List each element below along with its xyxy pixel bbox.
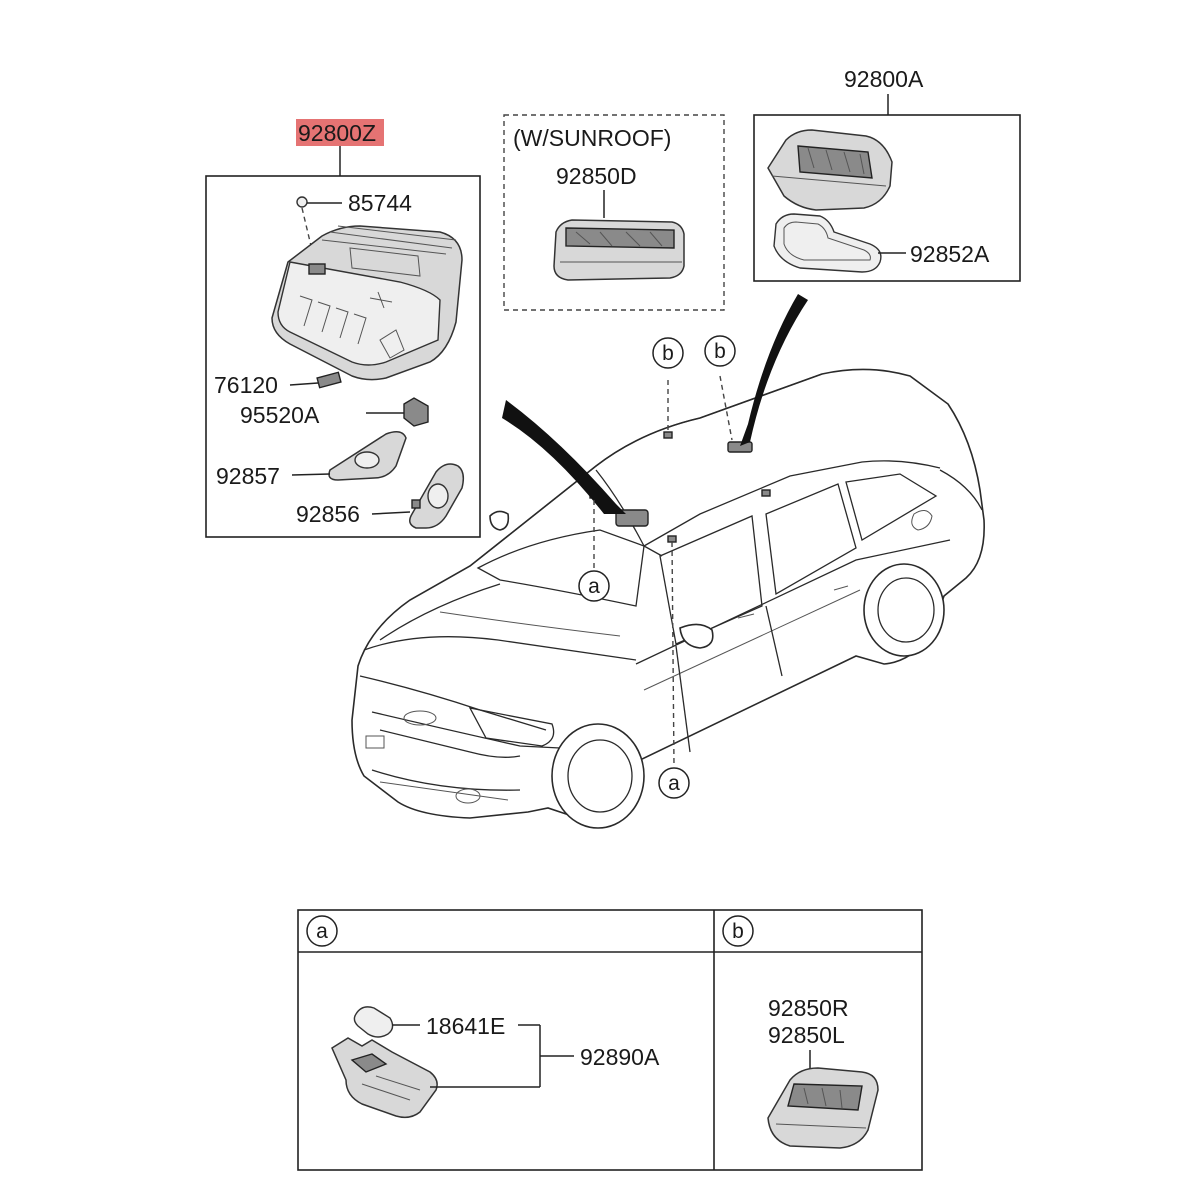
- bulb-18641e-label[interactable]: 18641E: [426, 1013, 505, 1039]
- svg-text:b: b: [662, 342, 674, 365]
- assembly-92800z-box: [205, 175, 481, 538]
- map-lamp-92890a-label[interactable]: 92890A: [580, 1044, 660, 1070]
- sunroof-dashed-box: [503, 114, 725, 311]
- part-92800a-console-icon: [767, 129, 893, 211]
- pointer-arrow-right-icon: [740, 294, 808, 446]
- bulb-85744-label[interactable]: 85744: [348, 190, 412, 216]
- svg-text:a: a: [316, 920, 328, 943]
- svg-text:b: b: [714, 340, 726, 363]
- callout-a-bottom[interactable]: a: [658, 767, 690, 799]
- lamp-92850-icon: [767, 1067, 879, 1149]
- assembly-92800z-highlight: [296, 119, 384, 146]
- bulb-18641e-icon: [353, 1006, 420, 1038]
- part-92850d-icon: [553, 219, 685, 281]
- svg-text:b: b: [732, 920, 744, 943]
- assembly-92800a-group: 92800A 92852A: [753, 66, 1021, 282]
- pointer-arrow-left-icon: [502, 400, 626, 514]
- sunroof-note: (W/SUNROOF): [513, 125, 671, 151]
- detail-b-header[interactable]: b: [722, 915, 754, 947]
- detail-table: a b 18641E 92890A 92850R 92850L: [297, 909, 923, 1171]
- callout-a-top[interactable]: a: [578, 570, 610, 602]
- callout-leaders: [593, 375, 733, 767]
- overhead-console-icon: [271, 225, 463, 381]
- lamp-92850r-label[interactable]: 92850R: [768, 995, 849, 1021]
- part-92850d-label[interactable]: 92850D: [556, 163, 637, 189]
- callout-b-right[interactable]: b: [704, 335, 736, 367]
- part-92857-label[interactable]: 92857: [216, 463, 280, 489]
- assembly-92800a-label[interactable]: 92800A: [844, 66, 924, 92]
- part-92856-label[interactable]: 92856: [296, 501, 360, 527]
- svg-text:a: a: [668, 772, 680, 795]
- part-92857-icon: [291, 431, 407, 481]
- part-92852a-gasket-icon: [773, 213, 906, 273]
- part-92852a-label[interactable]: 92852A: [910, 241, 990, 267]
- sunroof-variant-group: (W/SUNROOF) 92850D: [503, 114, 725, 311]
- part-95520a-icon: [366, 397, 429, 427]
- assembly-92800z-label[interactable]: 92800Z: [298, 120, 376, 146]
- callout-b-left[interactable]: b: [652, 337, 684, 369]
- assembly-92800z-group: 92800Z 85744 76120: [205, 119, 481, 538]
- lamp-92850l-label[interactable]: 92850L: [768, 1022, 845, 1048]
- part-76120-icon: [289, 371, 342, 389]
- map-lamp-92890a-icon: [331, 1037, 438, 1119]
- assembly-92800a-box: [753, 114, 1021, 282]
- bulb-85744-icon: [296, 196, 342, 251]
- detail-a-header[interactable]: a: [306, 915, 338, 947]
- part-76120-label[interactable]: 76120: [214, 372, 278, 398]
- bracket-92890a: [430, 1024, 574, 1088]
- car-illustration: [351, 368, 985, 829]
- part-95520a-label[interactable]: 95520A: [240, 402, 320, 428]
- part-92856-icon: [371, 463, 465, 529]
- svg-text:a: a: [588, 575, 600, 598]
